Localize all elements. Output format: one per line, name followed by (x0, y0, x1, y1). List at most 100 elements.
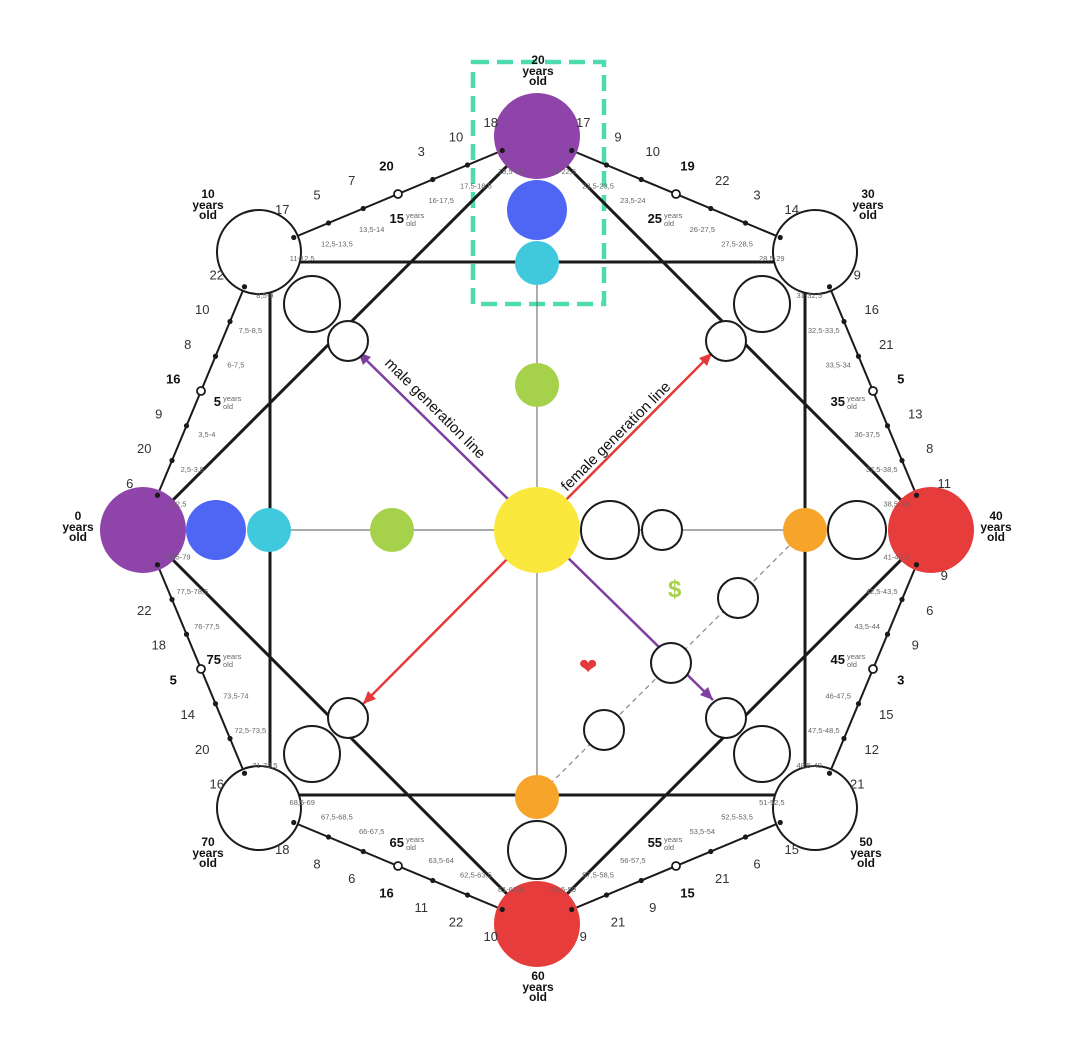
tick-dot (913, 492, 920, 498)
mid-age-years: years (223, 652, 242, 661)
age-label-old: old (529, 74, 547, 88)
age-label-years: years (62, 520, 94, 534)
node-lr-b (650, 642, 692, 684)
node-right-white (827, 500, 887, 560)
age-label-old: old (199, 208, 217, 222)
age-label-number: 20 (531, 53, 545, 67)
highlight-frame (470, 59, 607, 307)
energy-number: 9 (854, 267, 861, 282)
age-label-years: years (522, 980, 554, 994)
mid-age-marker (671, 861, 681, 871)
energy-number: 21 (611, 915, 625, 930)
tick-dot (183, 631, 190, 637)
tick-dot (913, 562, 920, 568)
energy-number: 21 (879, 337, 893, 352)
range-label: 33,5-34 (825, 361, 850, 370)
mid-age-years: years (406, 835, 425, 844)
tick-dot (227, 318, 233, 325)
tick-dot (499, 906, 505, 913)
node-lr-3 (705, 697, 747, 739)
tick-dot (777, 819, 783, 826)
mid-age-marker (868, 386, 878, 396)
range-label: 47,5-48,5 (808, 726, 840, 735)
range-label: 31-32,5 (796, 291, 821, 300)
tick-dot (430, 176, 436, 183)
tick-dot (855, 701, 862, 707)
tick-dot (603, 162, 610, 168)
energy-number: 5 (170, 672, 177, 687)
energy-number: 8 (926, 441, 933, 456)
age-label-number: 30 (861, 187, 875, 201)
range-label: 21-22,5 (551, 167, 576, 176)
energy-number: 3 (753, 187, 760, 202)
node-lr-2 (733, 725, 791, 783)
mid-age-old: old (406, 843, 416, 852)
tick-dot (826, 770, 833, 776)
energy-number: 11 (415, 900, 429, 915)
tick-dot (169, 596, 175, 603)
range-label: 27,5-28,5 (721, 239, 753, 248)
energy-number: 11 (937, 476, 951, 491)
range-label: 26-27,5 (690, 225, 715, 234)
age-label-old: old (199, 856, 217, 870)
mid-age-marker (868, 664, 878, 674)
energy-number: 22 (715, 173, 729, 188)
mid-age-number: 65 (389, 835, 403, 850)
male-line-label: male generation line (381, 355, 489, 463)
age-label-old: old (529, 990, 547, 1004)
mid-age-years: years (847, 652, 866, 661)
tick-dot (884, 631, 891, 637)
energy-number: 9 (155, 406, 162, 421)
energy-number: 20 (137, 441, 151, 456)
energy-number: 17 (275, 202, 289, 217)
energy-number: 12 (864, 742, 878, 757)
tick-dot (325, 220, 332, 226)
range-label: 38,5-39 (883, 500, 908, 509)
female-line-label: female generation line (558, 378, 674, 494)
range-label: 68,5-69 (289, 798, 314, 807)
tick-dot (855, 353, 862, 359)
age-label-number: 10 (201, 187, 215, 201)
node-bottom-red (494, 881, 580, 967)
range-label: 23,5-24 (620, 196, 645, 205)
energy-number: 21 (715, 871, 729, 886)
energy-number: 10 (195, 302, 209, 317)
age-label-years: years (850, 846, 882, 860)
tick-dot (325, 834, 332, 840)
tick-dot (638, 877, 644, 884)
node-50-years (772, 765, 858, 851)
age-label-years: years (980, 520, 1012, 534)
energy-number: 10 (484, 929, 498, 944)
male-arrowhead-bottom (700, 687, 713, 700)
energy-number: 19 (680, 158, 694, 173)
tick-dot (884, 423, 891, 429)
range-label: 76-77,5 (194, 622, 219, 631)
node-center-yellow (494, 487, 580, 573)
energy-number: 22 (137, 603, 151, 618)
age-scale-layer: 1-2,52,5-3,53,5-46-7,57,5-8,58,5-9620916… (62, 53, 1012, 1004)
energy-number: 21 (850, 777, 864, 792)
mid-age-number: 5 (214, 394, 221, 409)
energy-number: 9 (912, 638, 919, 653)
range-label: 11-12,5 (290, 254, 315, 263)
energy-number: 18 (275, 842, 289, 857)
node-right-red (888, 487, 974, 573)
age-label-number: 50 (859, 835, 873, 849)
mid-age-number: 45 (831, 652, 845, 667)
node-ur-2 (733, 275, 791, 333)
mid-age-number: 35 (831, 394, 845, 409)
energy-number: 16 (864, 302, 878, 317)
energy-number: 22 (210, 267, 224, 282)
mid-age-years: years (664, 211, 683, 220)
range-label: 17,5-18,5 (460, 181, 492, 190)
node-right-1 (580, 500, 640, 560)
node-left-cyan (247, 508, 291, 552)
node-top-green (515, 363, 559, 407)
range-label: 78,5-79 (165, 552, 190, 561)
energy-number: 15 (784, 842, 798, 857)
range-label: 56-57,5 (620, 856, 645, 865)
range-label: 13,5-14 (359, 225, 384, 234)
node-left-green (370, 508, 414, 552)
age-label-years: years (192, 198, 224, 212)
